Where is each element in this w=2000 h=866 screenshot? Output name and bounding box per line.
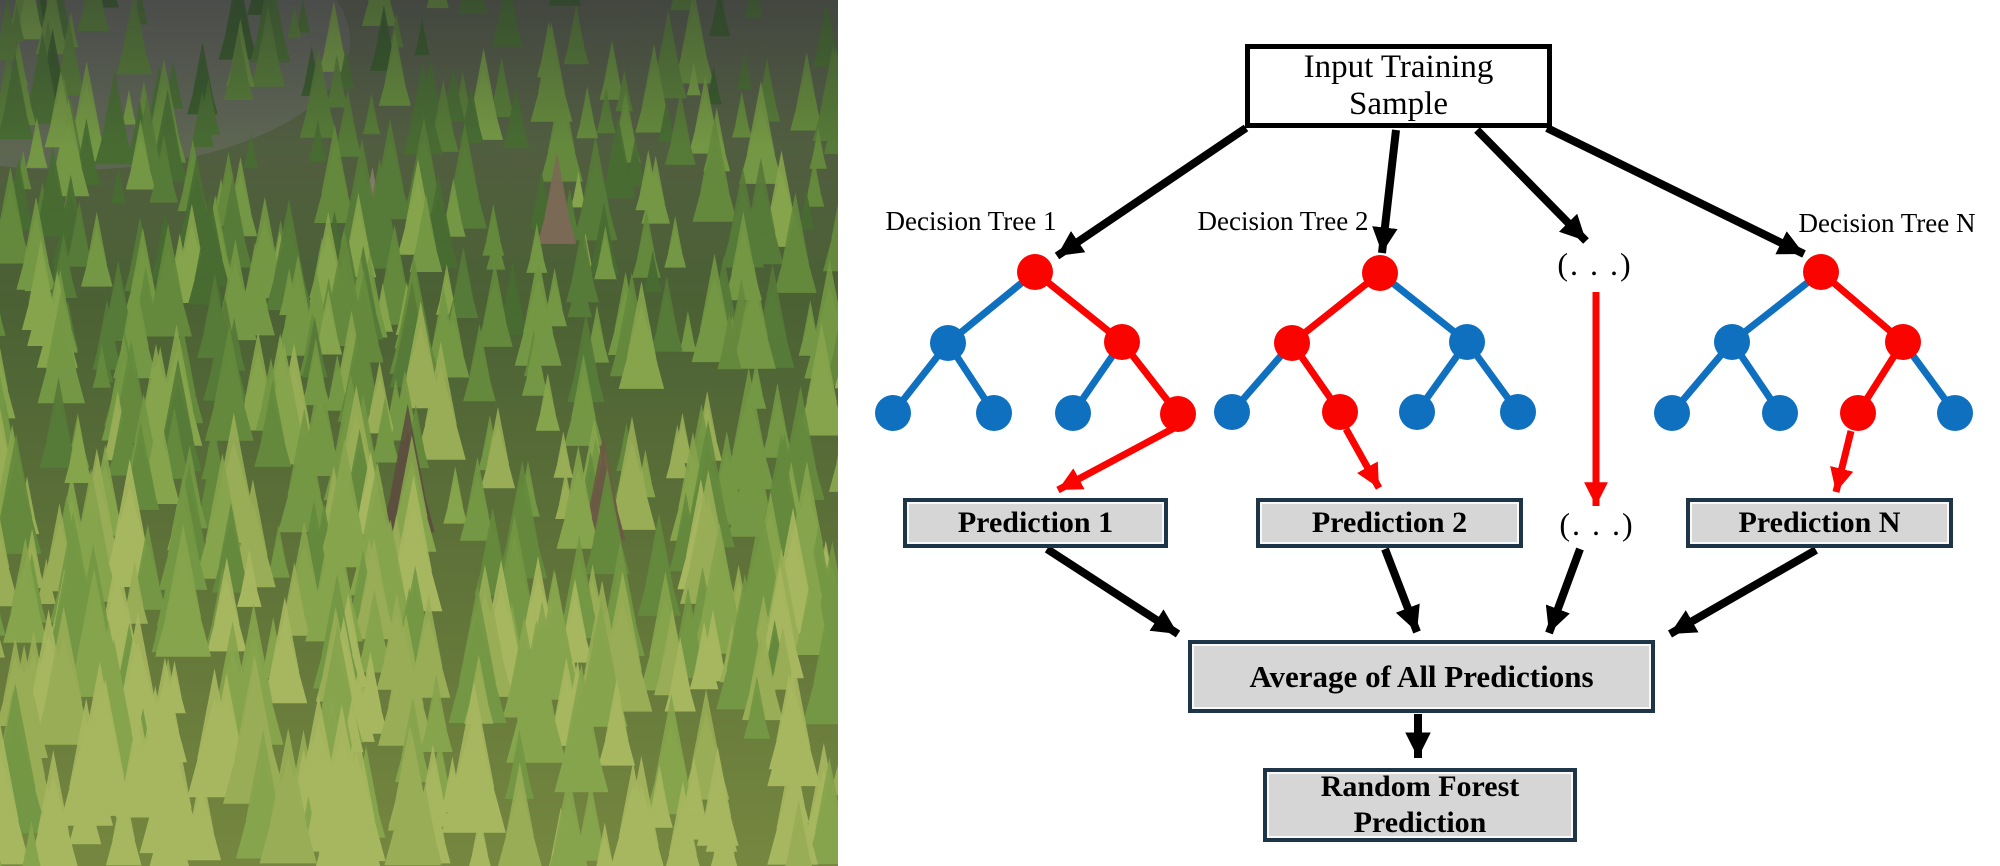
- tree-edge: [1377, 270, 1470, 345]
- decision-node: [1714, 324, 1750, 360]
- prediction-2-label: Prediction 2: [1311, 506, 1468, 539]
- decision-node: [1449, 324, 1485, 360]
- forest-photo: [0, 0, 838, 866]
- flow-arrow-7: [1545, 547, 1584, 635]
- decision-node: [1274, 325, 1310, 361]
- flow-arrow-1: [1054, 124, 1249, 260]
- ellipsis-more-predictions: (. . .): [1559, 506, 1635, 542]
- ellipsis-more-trees: (. . .): [1557, 246, 1633, 282]
- decision-node: [1885, 324, 1921, 360]
- decision-node: [1803, 254, 1839, 290]
- prediction-n-label: Prediction N: [1738, 506, 1901, 539]
- decision-node: [1160, 396, 1196, 432]
- decision-node: [1017, 254, 1053, 290]
- forest-photo-art: [0, 0, 838, 866]
- decision-tree-1-label: Decision Tree 1: [885, 206, 1057, 236]
- average-predictions-box: Average of All Predictions: [1188, 640, 1655, 713]
- decision-node: [1362, 255, 1398, 291]
- red-arrow-prediction-3: [1830, 430, 1855, 493]
- final-box-line-2: Prediction: [1353, 806, 1487, 839]
- flow-arrow-6: [1381, 547, 1421, 634]
- flow-arrow-2: [1372, 129, 1400, 254]
- decision-node: [1055, 395, 1091, 431]
- average-predictions-label: Average of All Predictions: [1249, 658, 1594, 694]
- final-box-line-1: Random Forest: [1320, 770, 1520, 803]
- decision-node: [1399, 394, 1435, 430]
- red-arrow-prediction-2: [1342, 427, 1383, 490]
- prediction-1-label: Prediction 1: [957, 506, 1114, 539]
- decision-node: [1840, 395, 1876, 431]
- decision-node: [1500, 394, 1536, 430]
- red-arrow-prediction-1: [1056, 424, 1176, 494]
- flow-arrow-4: [1545, 124, 1806, 258]
- input-training-sample-box: Input Training Sample: [1245, 44, 1552, 128]
- decision-node: [1104, 324, 1140, 360]
- decision-node: [976, 395, 1012, 431]
- tree-edge: [945, 269, 1038, 346]
- decision-node: [1762, 395, 1798, 431]
- prediction-n-box: Prediction N: [1686, 498, 1953, 548]
- decision-tree-3: [1654, 254, 1973, 493]
- input-box-label: Input Training Sample: [1303, 49, 1494, 122]
- flow-arrow-5: [1044, 545, 1181, 638]
- prediction-1-box: Prediction 1: [903, 498, 1168, 548]
- tree-edge: [1032, 269, 1125, 345]
- decision-node: [1322, 394, 1358, 430]
- decision-tree-2-label: Decision Tree 2: [1197, 206, 1369, 236]
- decision-node: [1937, 395, 1973, 431]
- decision-tree-1: [875, 254, 1196, 494]
- flow-arrow-3: [1474, 127, 1589, 244]
- random-forest-diagram: Input Training Sample Decision Tree 1 De…: [838, 0, 2000, 866]
- decision-node: [875, 395, 911, 431]
- prediction-2-box: Prediction 2: [1256, 498, 1523, 548]
- flow-arrow-8: [1668, 546, 1818, 638]
- decision-tree-2: [1214, 255, 1536, 490]
- decision-node: [930, 325, 966, 361]
- decision-node: [1654, 395, 1690, 431]
- tree-edge: [1729, 269, 1824, 345]
- tree-edge: [1289, 270, 1383, 346]
- random-forest-prediction-box: Random Forest Prediction: [1263, 768, 1577, 842]
- decision-tree-n-label: Decision Tree N: [1798, 208, 1976, 238]
- decision-node: [1214, 394, 1250, 430]
